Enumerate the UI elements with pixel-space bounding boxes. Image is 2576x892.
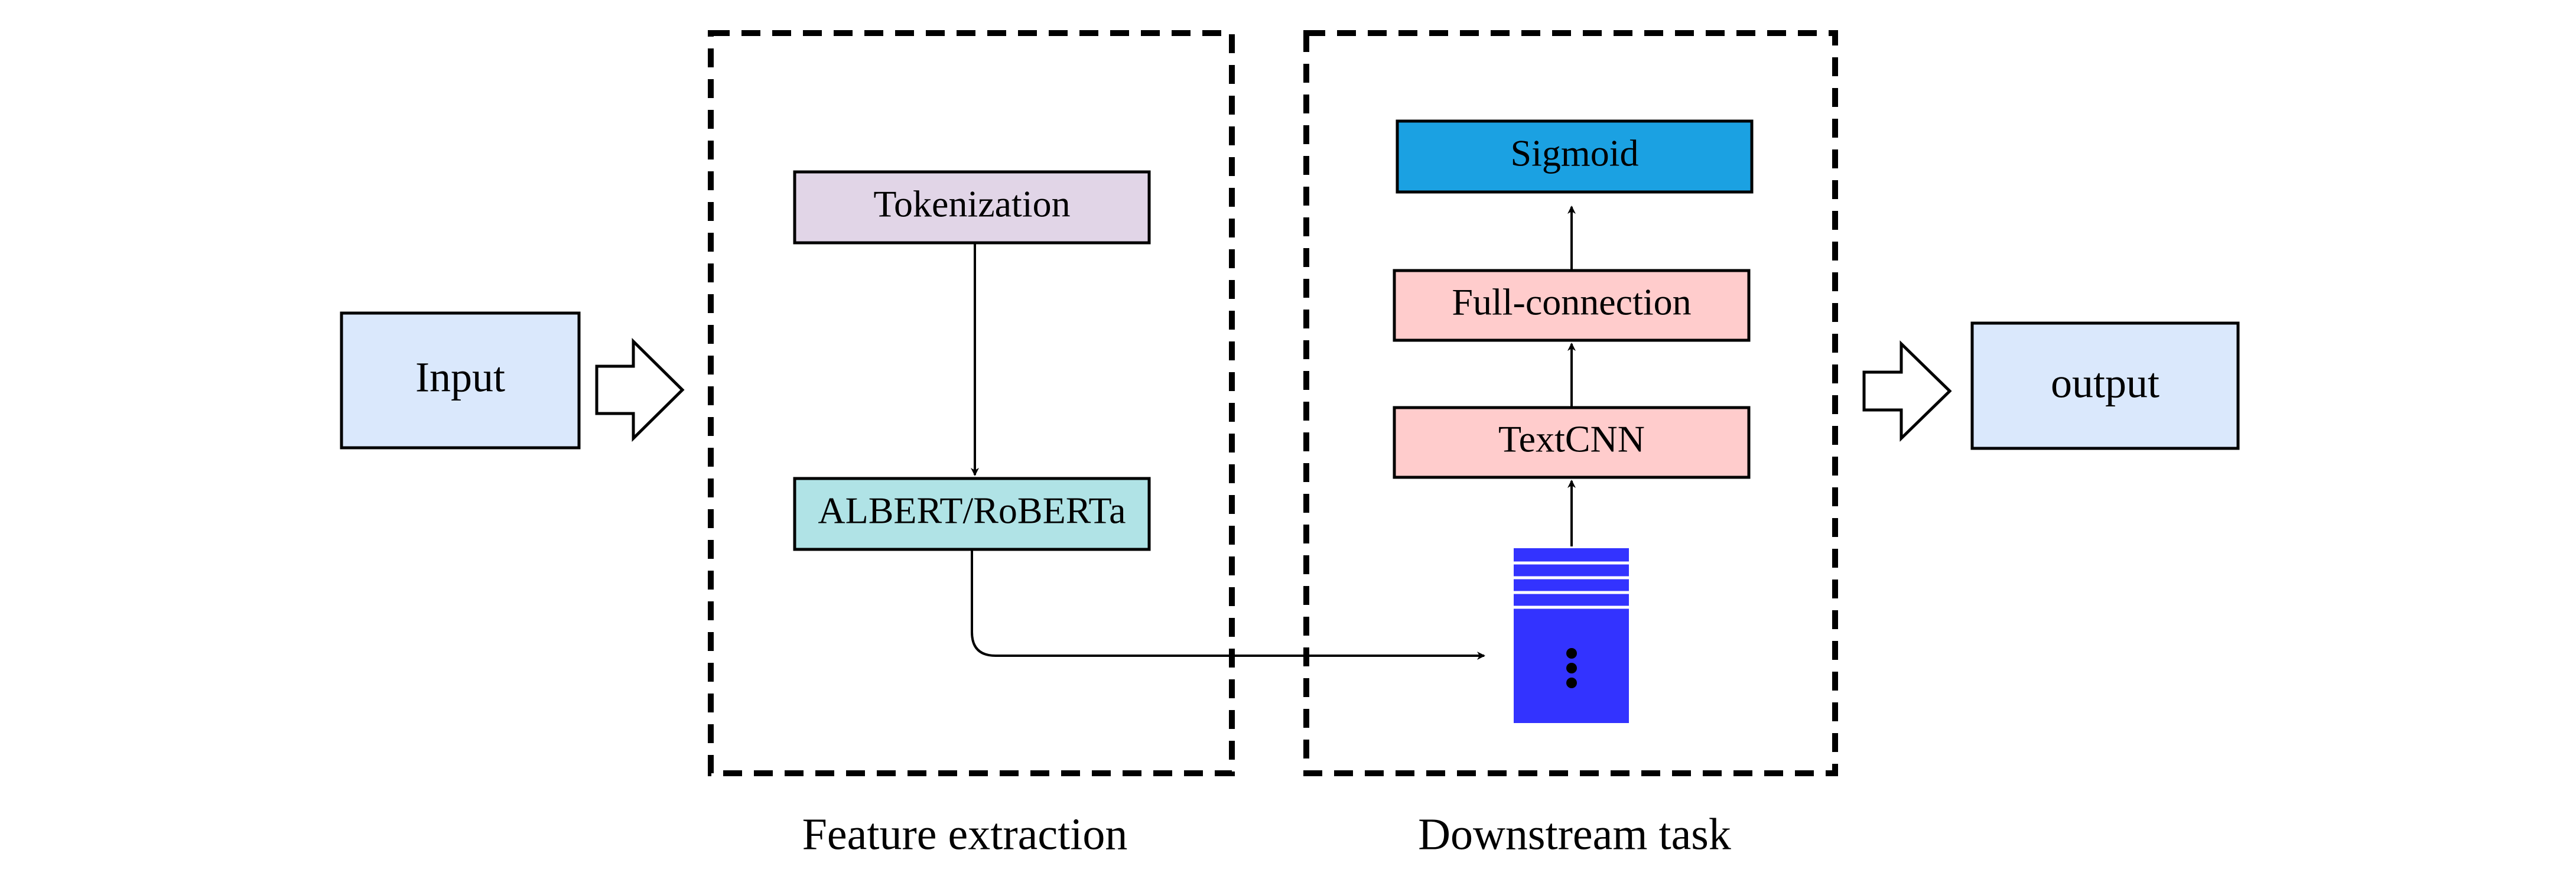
encoder-to-vectors-arrow [971,549,1485,660]
textcnn-label: TextCNN [1498,418,1645,460]
textcnn-node [1393,406,1751,479]
sigmoid-node [1396,119,1754,194]
output-node [1970,321,2240,450]
output-block-arrow [1862,340,1952,442]
encoder-label: ALBERT/RoBERTa [818,490,1126,532]
encoder-node [793,477,1151,551]
ellipsis-dot [1566,648,1577,659]
ellipsis-dot [1566,678,1577,688]
ellipsis-dot [1566,663,1577,673]
embedding-vectors [1514,548,1629,723]
feature-extraction-label: Feature extraction [802,809,1128,859]
tokenization-label: Tokenization [873,183,1070,225]
downstream-task-group [1303,30,1838,776]
downstream-task-label: Downstream task [1418,809,1731,859]
full-connection-label: Full-connection [1452,281,1691,323]
tokenization-node [793,170,1151,245]
input-node [340,311,581,450]
sigmoid-label: Sigmoid [1511,132,1639,174]
feature-extraction-group [708,30,1235,776]
output-label: output [2051,360,2159,407]
full-connection-node [1393,269,1751,342]
input-block-arrow [595,338,685,442]
input-label: Input [415,354,505,401]
